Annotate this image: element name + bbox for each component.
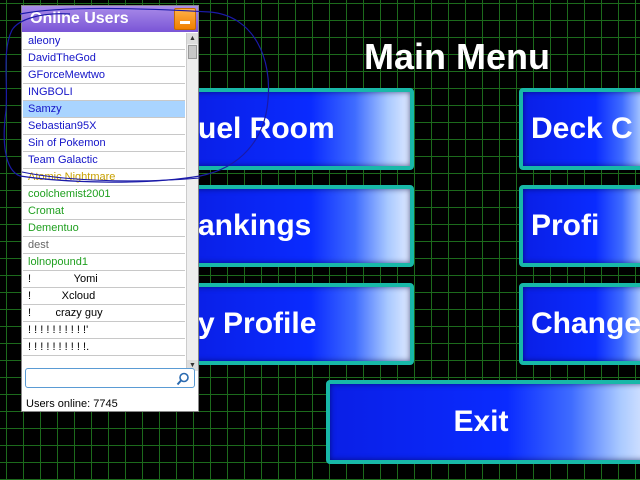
user-list-item[interactable]: lolnopound1 [23, 254, 185, 271]
user-list-item[interactable]: Sebastian95X [23, 118, 185, 135]
main-menu-title: Main Menu [364, 36, 550, 77]
change-button[interactable]: Change [519, 283, 640, 365]
scroll-thumb[interactable] [188, 45, 197, 59]
profile-button[interactable]: Profi [519, 185, 640, 267]
duel-room-label: uel Room [198, 112, 335, 145]
user-list-item[interactable]: dest [23, 237, 185, 254]
user-list-item[interactable]: INGBOLI [23, 84, 185, 101]
scroll-down-arrow-icon[interactable]: ▼ [187, 360, 198, 371]
deck-button[interactable]: Deck C [519, 88, 640, 170]
user-list-item[interactable]: ! Yomi [23, 271, 185, 288]
user-list-item[interactable]: DavidTheGod [23, 50, 185, 67]
user-list-item[interactable]: ! crazy guy [23, 305, 185, 322]
users-online-count: Users online: 7745 [26, 398, 118, 410]
exit-button[interactable]: Exit [326, 380, 640, 464]
change-label: Change [531, 307, 640, 340]
user-list-item[interactable]: Dementuo [23, 220, 185, 237]
my-profile-button[interactable]: y Profile [186, 283, 414, 365]
user-list-item[interactable]: aleony [23, 33, 185, 50]
online-users-header[interactable]: Online Users [22, 6, 198, 32]
profile-label: Profi [531, 209, 600, 242]
user-list-item[interactable]: Team Galactic [23, 152, 185, 169]
search-icon[interactable] [176, 372, 190, 386]
user-search-box[interactable] [25, 368, 195, 388]
user-list-item[interactable]: Atomic Nightmare [23, 169, 185, 186]
rankings-label: ankings [198, 209, 312, 242]
user-list-item[interactable]: coolchemist2001 [23, 186, 185, 203]
my-profile-label: y Profile [198, 307, 317, 340]
user-list-item[interactable]: GForceMewtwo [23, 67, 185, 84]
scroll-up-arrow-icon[interactable]: ▲ [187, 33, 198, 44]
user-list-scrollbar[interactable]: ▲ ▼ [186, 33, 198, 371]
online-users-title: Online Users [30, 10, 129, 27]
user-list-item[interactable]: Samzy [23, 101, 185, 118]
minimize-icon [180, 21, 190, 24]
minimize-button[interactable] [174, 8, 196, 30]
user-list-item[interactable]: ! ! ! ! ! ! ! ! ! !. [23, 339, 185, 356]
exit-label: Exit [453, 405, 509, 438]
user-search-input[interactable] [28, 370, 168, 386]
deck-label: Deck C [531, 112, 633, 145]
duel-room-button[interactable]: uel Room [186, 88, 414, 170]
user-list-item[interactable]: ! ! ! ! ! ! ! ! ! !' [23, 322, 185, 339]
user-list-item[interactable]: ! Xcloud [23, 288, 185, 305]
rankings-button[interactable]: ankings [186, 185, 414, 267]
user-list-item[interactable]: Sin of Pokemon [23, 135, 185, 152]
user-list-item[interactable]: Cromat [23, 203, 185, 220]
